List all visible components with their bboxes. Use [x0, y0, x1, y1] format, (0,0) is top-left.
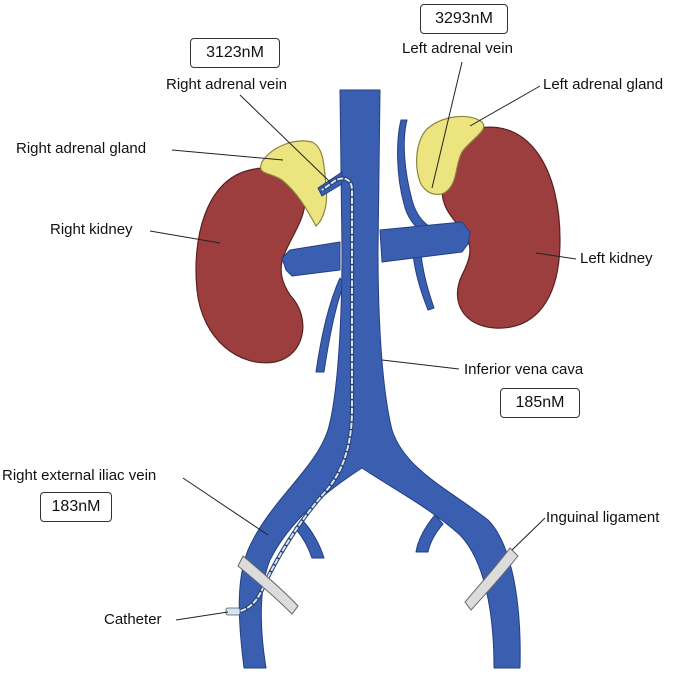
- label-right-kidney: Right kidney: [50, 221, 133, 238]
- concentration-right-adrenal-vein: 3123nM: [190, 38, 280, 68]
- label-left-adrenal-vein: Left adrenal vein: [402, 40, 513, 57]
- concentration-left-adrenal-vein: 3293nM: [420, 4, 508, 34]
- right-renal-vein: [281, 241, 341, 277]
- label-left-kidney: Left kidney: [580, 250, 653, 267]
- label-right-external-iliac-vein: Right external iliac vein: [2, 467, 157, 484]
- concentration-inferior-vena-cava: 185nM: [500, 388, 580, 418]
- leader-left-adrenal-vein: [431, 61, 463, 189]
- leader-inferior-vena-cava: [381, 359, 460, 370]
- leader-right-kidney: [149, 230, 221, 244]
- right-gonadal-vein: [315, 277, 345, 373]
- label-left-adrenal-gland: Left adrenal gland: [543, 76, 664, 93]
- left-renal-vein: [379, 221, 471, 263]
- leader-left-kidney: [535, 252, 577, 260]
- label-right-adrenal-gland: Right adrenal gland: [16, 140, 147, 157]
- right-internal-iliac-vein: [294, 519, 325, 559]
- label-catheter: Catheter: [104, 611, 162, 628]
- right-inguinal-ligament: [237, 555, 299, 615]
- inferior-vena-cava: [238, 89, 521, 669]
- catheter-lumen: [232, 177, 353, 613]
- left-adrenal-gland: [416, 115, 485, 196]
- leader-right-adrenal-vein: [239, 94, 331, 183]
- concentration-right-external-iliac-vein: 183nM: [40, 492, 112, 522]
- label-inguinal-ligament: Inguinal ligament: [546, 509, 660, 526]
- leader-catheter: [175, 611, 229, 621]
- leader-right-adrenal-gland: [171, 149, 284, 161]
- label-inferior-vena-cava: Inferior vena cava: [464, 361, 584, 378]
- label-right-adrenal-vein: Right adrenal vein: [166, 76, 287, 93]
- catheter-tip: [225, 607, 241, 616]
- leader-right-external-iliac-vein: [182, 477, 269, 536]
- left-inguinal-ligament: [464, 547, 519, 611]
- leader-inguinal-ligament: [511, 517, 546, 551]
- leader-left-adrenal-gland: [469, 85, 541, 127]
- left-internal-iliac-vein: [415, 514, 444, 553]
